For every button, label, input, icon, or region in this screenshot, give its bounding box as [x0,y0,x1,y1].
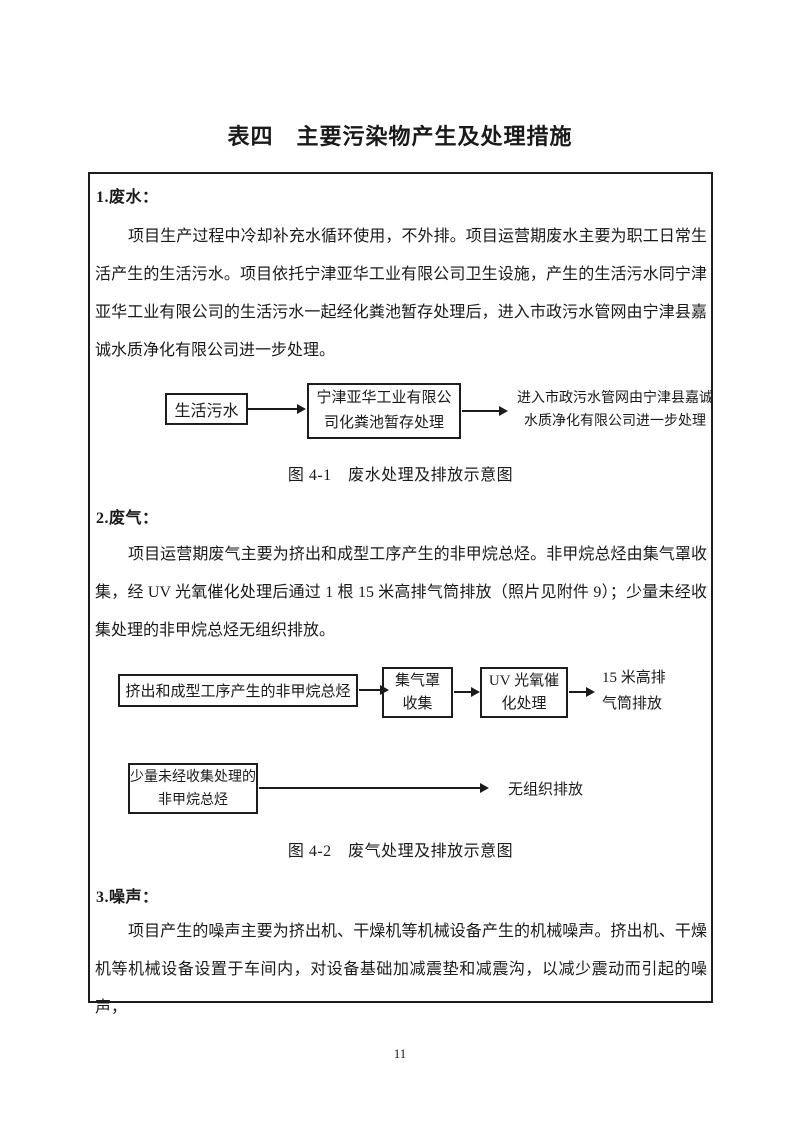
flow-text-line: 水质净化有限公司进一步处理 [524,414,706,429]
page-title: 表四 主要污染物产生及处理措施 [227,124,573,149]
flow-node-line: 宁津亚华工业有限公 [316,390,452,406]
arrow-head-icon [586,687,595,697]
flow-node-line: 集气罩 [394,672,440,689]
flow-text-line: 进入市政污水管网由宁津县嘉诚 [517,391,713,406]
arrow-head-icon [297,404,306,414]
flow-node-line: 司化粪池暂存处理 [323,415,444,431]
flow-node-line: 少量未经收集处理的 [130,769,256,785]
flow-node-uv-photocatalysis: UV 光氧催 化处理 [480,667,568,718]
flow-node-domestic-sewage: 生活污水 [165,393,248,425]
arrow-shaft [569,691,586,693]
flow-node-line: 收集 [402,695,433,712]
flow-arrow [248,403,306,415]
flow-text-line: 气筒排放 [602,696,663,712]
arrow-shaft [454,691,471,693]
flow-node-line: 化处理 [501,695,547,712]
flow-arrow [462,405,508,417]
wastewater-paragraph: 项目生产过程中冷却补充水循环使用，不外排。项目运营期废水主要为职工日常生活产生的… [95,228,707,359]
arrow-shaft [259,787,480,789]
section-heading-wastewater: 1.废水： [96,189,159,206]
arrow-head-icon [480,783,489,793]
arrow-shaft [359,689,380,691]
figure1-caption: 图 4-1 废水处理及排放示意图 [287,467,514,484]
flow-arrow [454,686,480,698]
flow-node-septic-tank-treatment: 宁津亚华工业有限公 司化粪池暂存处理 [307,383,461,439]
arrow-head-icon [471,687,480,697]
flow-text-municipal-discharge: 进入市政污水管网由宁津县嘉诚 水质净化有限公司进一步处理 [514,387,716,433]
section-heading-waste-gas: 2.废气： [96,510,159,527]
flow-node-uncollected-nmhc: 少量未经收集处理的 非甲烷总烃 [128,763,258,814]
flow-text-line: 15 米高排 [602,670,666,686]
arrow-shaft [462,410,499,412]
arrow-shaft [248,408,297,410]
flow-node-line: UV 光氧催 [488,672,560,689]
flow-node-line: 非甲烷总烃 [158,792,228,808]
content-border-box: 1.废水： 项目生产过程中冷却补充水循环使用，不外排。项目运营期废水主要为职工日… [88,172,716,1016]
flow-text-stack-emission: 15 米高排 气筒排放 [602,665,722,717]
arrow-head-icon [380,685,389,695]
flow-node-nmhc-source: 挤出和成型工序产生的非甲烷总烃 [118,674,358,707]
page-number: 11 [393,1046,407,1061]
waste-gas-paragraph: 项目运营期废气主要为挤出和成型工序产生的非甲烷总烃。非甲烷总烃由集气罩收集，经 … [95,546,707,639]
section-heading-noise: 3.噪声： [96,889,159,906]
arrow-head-icon [499,406,508,416]
flow-arrow [359,684,389,696]
figure2-caption: 图 4-2 废气处理及排放示意图 [287,843,514,860]
noise-paragraph: 项目产生的噪声主要为挤出机、干燥机等机械设备产生的机械噪声。挤出机、干燥机等机械… [95,923,707,1016]
flow-arrow [259,782,489,794]
flow-node-gas-hood-collection: 集气罩 收集 [382,667,453,718]
flow-arrow [569,686,595,698]
flow-text-fugitive-emission: 无组织排放 [508,782,584,798]
